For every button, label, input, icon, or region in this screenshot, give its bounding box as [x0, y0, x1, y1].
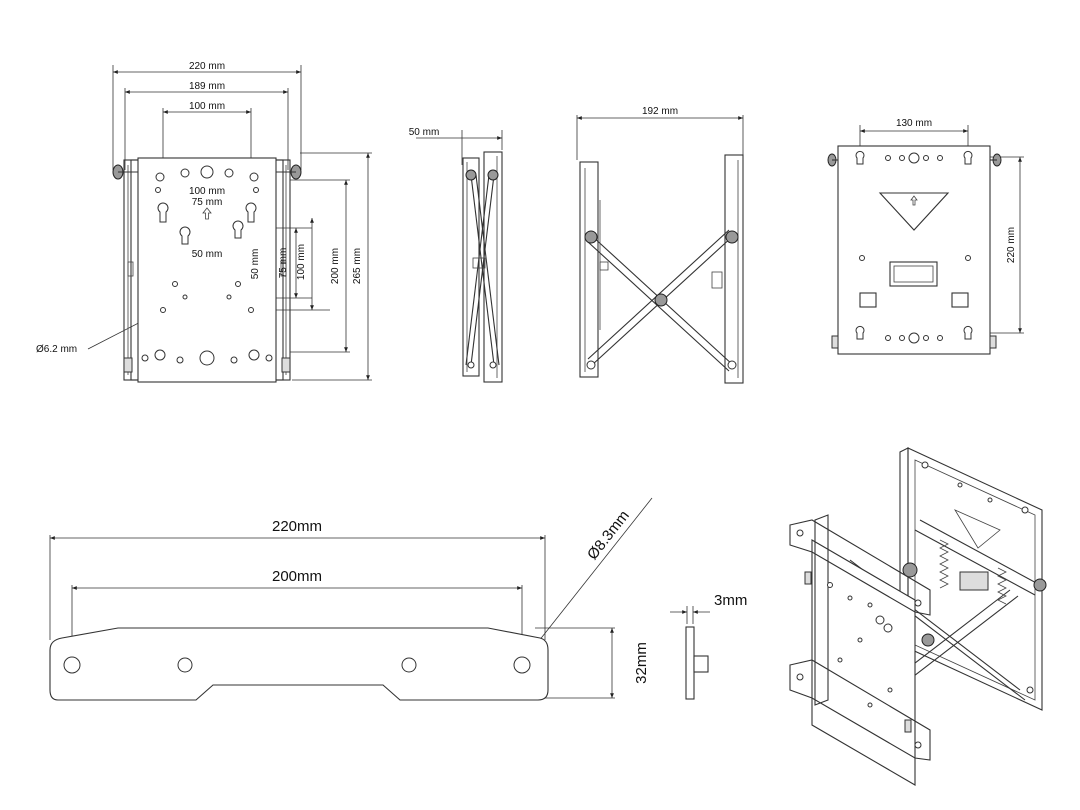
plate-hole-spacing-label: 200mm	[272, 568, 322, 585]
extended-view	[576, 115, 744, 384]
back-hole-spacing-label: 130 mm	[896, 118, 932, 129]
dim-v-50-label: 50 mm	[250, 249, 261, 280]
side-depth-label: 50 mm	[409, 127, 440, 138]
knob-icon	[921, 633, 935, 647]
front-view-labels: 220 mm 189 mm 100 mm 100 mm 75 mm 50 mm …	[36, 61, 363, 355]
back-view	[827, 125, 1024, 355]
adapter-plate	[49, 497, 653, 701]
dim-height-label: 265 mm	[352, 248, 363, 284]
pivot-icon	[654, 293, 668, 307]
knob-icon	[902, 562, 918, 578]
pivot-icon	[584, 230, 598, 244]
pivot-icon	[487, 169, 499, 181]
back-height-label: 220 mm	[1006, 227, 1017, 263]
dim-inner-75-label: 75 mm	[192, 197, 223, 208]
dim-top-holes-label: 100 mm	[189, 101, 225, 112]
side-view	[416, 130, 503, 383]
knob-icon	[1033, 578, 1047, 592]
dim-inner-100-label: 100 mm	[189, 186, 225, 197]
plate-hole-diameter-label: Ø8.3mm	[584, 507, 633, 563]
dim-rail-span-label: 189 mm	[189, 81, 225, 92]
extension-label: 192 mm	[642, 106, 678, 117]
plate-length-label: 220mm	[272, 518, 322, 535]
dim-hole-label: Ø6.2 mm	[36, 344, 77, 355]
front-view	[87, 65, 372, 383]
dim-v-100-label: 100 mm	[296, 244, 307, 280]
dim-width-label: 220 mm	[189, 61, 225, 72]
dim-v-200-label: 200 mm	[330, 248, 341, 284]
plate-height-label: 32mm	[633, 642, 650, 684]
dim-inner-50-label: 50 mm	[192, 249, 223, 260]
pivot-icon	[725, 230, 739, 244]
isometric-view	[789, 447, 1047, 786]
plate-thickness-label: 3mm	[714, 592, 747, 609]
dim-v-75-label: 75 mm	[278, 248, 289, 279]
pivot-icon	[465, 169, 477, 181]
plate-side-view	[670, 606, 710, 700]
